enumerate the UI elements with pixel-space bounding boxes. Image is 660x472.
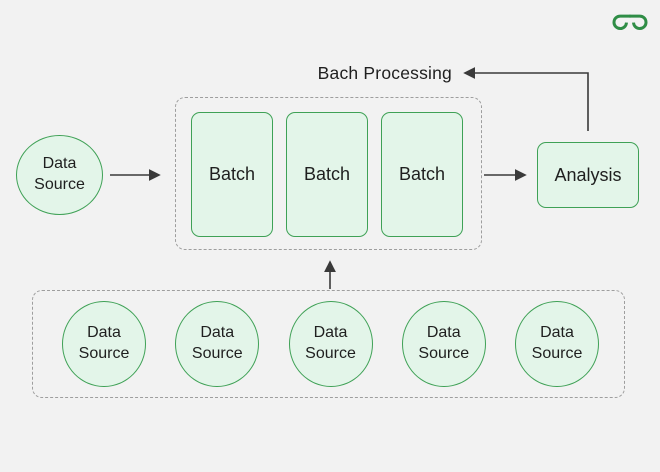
batch-processing-label: Bach Processing (317, 63, 452, 83)
data-source-label: Data Source (305, 324, 356, 362)
data-source-label: Data Source (191, 324, 243, 362)
batch-label: Batch (398, 164, 446, 184)
analysis-node: Analysis (537, 142, 639, 208)
batch-node: Batch (286, 112, 368, 237)
batch-group-container: Batch Batch Batch (175, 97, 482, 250)
data-source-node: Data Source (515, 301, 599, 387)
batch-label: Batch (303, 164, 351, 184)
data-source-node-left: Data Source (16, 135, 103, 215)
data-source-group-container: Data Source Data Source Data Source Data… (32, 290, 625, 398)
geeksforgeeks-logo-icon (611, 11, 649, 32)
batch-node: Batch (191, 112, 273, 237)
data-source-node: Data Source (288, 301, 373, 387)
batch-label: Batch (208, 164, 256, 184)
data-source-label: Data Source (78, 324, 130, 362)
data-source-node: Data Source (175, 301, 260, 387)
connector-analysis-to-title (463, 67, 589, 131)
data-source-node: Data Source (62, 301, 146, 387)
data-source-label: Data Source (34, 155, 85, 193)
data-source-label: Data Source (418, 324, 470, 362)
data-source-label: Data Source (531, 324, 583, 362)
analysis-label: Analysis (554, 164, 622, 185)
batch-node: Batch (381, 112, 463, 237)
data-source-node: Data Source (401, 301, 486, 387)
